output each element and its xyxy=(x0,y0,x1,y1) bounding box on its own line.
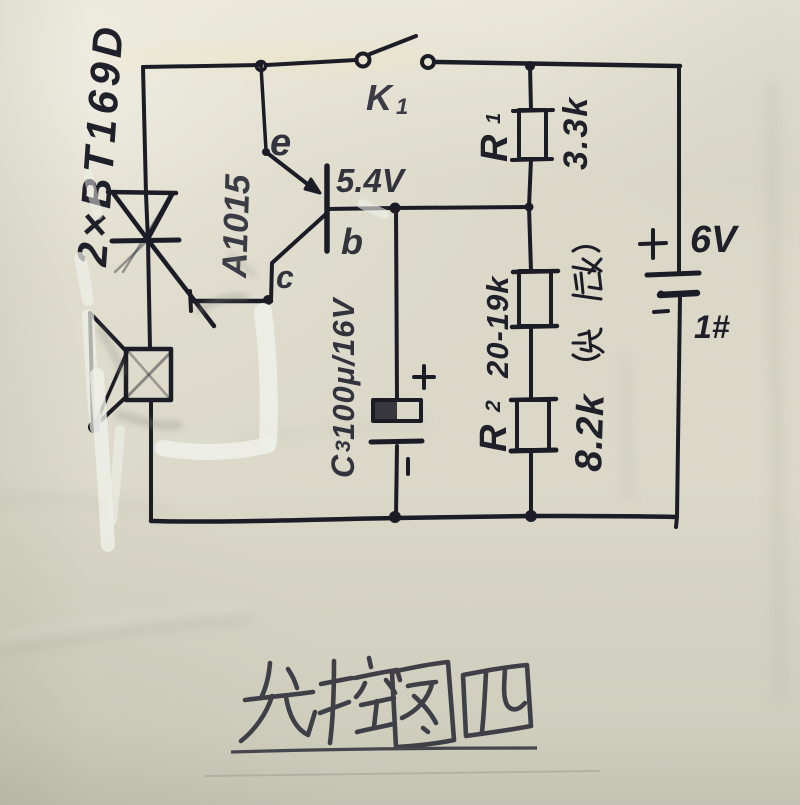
svg-text:3: 3 xyxy=(332,440,355,452)
svg-text:3.3k: 3.3k xyxy=(557,96,595,170)
svg-text:100μ/16V: 100μ/16V xyxy=(326,296,361,440)
svg-text:20-19k: 20-19k xyxy=(480,275,515,379)
svg-text:1#: 1# xyxy=(694,309,730,345)
svg-text:c: c xyxy=(276,259,294,295)
svg-text:e: e xyxy=(270,122,291,164)
svg-text:5.4V: 5.4V xyxy=(336,162,407,199)
svg-text:R: R xyxy=(474,134,516,162)
svg-text:A1015: A1015 xyxy=(215,173,258,279)
svg-text:1: 1 xyxy=(396,94,408,119)
svg-text:2: 2 xyxy=(482,400,505,413)
svg-text:b: b xyxy=(341,221,363,262)
svg-text:6V: 6V xyxy=(690,219,739,261)
svg-text:8.2k: 8.2k xyxy=(568,392,613,472)
svg-text:R: R xyxy=(473,424,515,452)
svg-text:K: K xyxy=(366,77,395,118)
svg-text:C: C xyxy=(325,454,361,478)
svg-text:1: 1 xyxy=(483,113,505,124)
